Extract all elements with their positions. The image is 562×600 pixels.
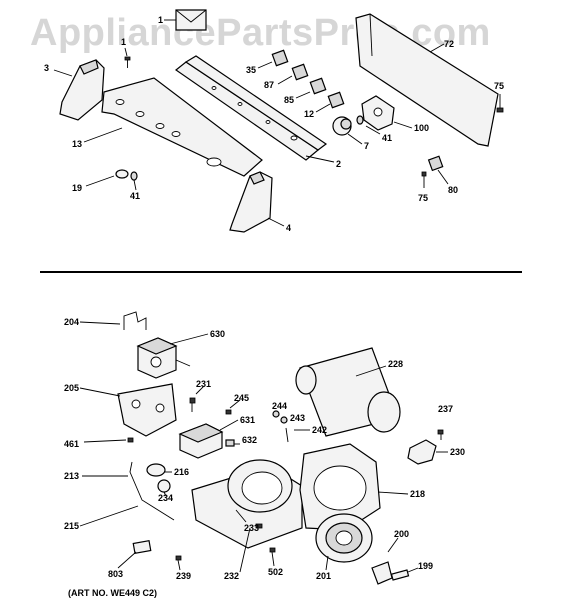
part-215-wire: [79, 505, 139, 527]
label-41-upper: 41: [382, 133, 393, 143]
label-75-top: 75: [494, 81, 505, 91]
part-632-switch: [225, 439, 240, 447]
part-87-switch: [277, 63, 309, 85]
label-19: 19: [72, 183, 83, 193]
label-232: 232: [224, 571, 240, 581]
label-631: 631: [240, 415, 256, 425]
label-632: 632: [242, 435, 258, 445]
label-87: 87: [264, 80, 275, 90]
label-461: 461: [64, 439, 80, 449]
part-502-screw: [269, 547, 276, 567]
part-630-switch: [136, 333, 209, 379]
part-218-blower-scroll: [299, 443, 409, 531]
label-502: 502: [268, 567, 284, 577]
label-12: 12: [304, 109, 315, 119]
label-630: 630: [210, 329, 226, 339]
label-1-screw: 1: [121, 37, 127, 47]
label-233: 233: [244, 523, 260, 533]
label-245: 245: [234, 393, 250, 403]
label-72: 72: [444, 39, 455, 49]
part-13-backsplash: [83, 77, 263, 177]
label-228: 228: [388, 359, 404, 369]
label-213: 213: [64, 471, 80, 481]
label-204: 204: [64, 317, 80, 327]
part-41-clip-b: [130, 171, 138, 191]
label-41-lower: 41: [130, 191, 141, 201]
part-231-screw: [189, 385, 205, 412]
label-199: 199: [418, 561, 434, 571]
part-85-switch: [295, 77, 327, 99]
label-200: 200: [394, 529, 410, 539]
part-232-bracket: [239, 523, 263, 573]
part-237-screw: [437, 429, 444, 440]
part-201-fan-wheel: [315, 513, 373, 571]
part-230-bracket: [407, 439, 448, 465]
label-230: 230: [450, 447, 466, 457]
label-215: 215: [64, 521, 80, 531]
part-213-heater-wire: [82, 461, 175, 521]
section-divider: [40, 271, 522, 273]
part-233-blower-housing: [191, 459, 303, 549]
label-237: 237: [438, 404, 454, 414]
part-12-switch: [315, 91, 345, 113]
part-1-card: [164, 9, 207, 31]
part-3-endcap: [53, 59, 105, 121]
part-243-clip: [280, 416, 288, 424]
label-2: 2: [336, 159, 342, 169]
label-244: 244: [272, 401, 288, 411]
part-1-screw: [124, 47, 131, 68]
part-803-connector: [117, 539, 152, 569]
label-7: 7: [364, 141, 370, 151]
part-234-fuse: [157, 479, 171, 497]
label-1-card: 1: [158, 15, 164, 25]
part-80-component: [427, 155, 449, 185]
part-216-thermostat: [146, 463, 172, 477]
label-13: 13: [72, 139, 83, 149]
part-204-clip: [79, 311, 147, 330]
label-205: 205: [64, 383, 80, 393]
part-2-control-panel: [174, 55, 335, 163]
label-242: 242: [312, 425, 328, 435]
label-80: 80: [448, 185, 459, 195]
part-242-sensor: [285, 427, 310, 443]
part-245-screw: [225, 399, 241, 415]
label-201: 201: [316, 571, 332, 581]
label-3: 3: [44, 63, 50, 73]
part-75-screw-b: [421, 171, 427, 188]
label-75-bottom: 75: [418, 193, 429, 203]
label-216: 216: [174, 467, 190, 477]
label-85: 85: [284, 95, 295, 105]
part-631-motor-switch: [178, 419, 239, 459]
part-72-rear-panel: [355, 13, 499, 147]
part-199-bolt: [390, 567, 419, 581]
part-75-screw-a: [496, 94, 504, 113]
part-205-bracket: [79, 383, 177, 437]
label-803: 803: [108, 569, 124, 579]
label-218: 218: [410, 489, 426, 499]
part-35-switch: [257, 49, 289, 69]
part-244-clip: [272, 410, 280, 418]
label-234: 234: [158, 493, 174, 503]
part-461-screw: [83, 437, 134, 443]
label-100: 100: [414, 123, 430, 133]
part-4-endcap: [229, 171, 285, 233]
label-239: 239: [176, 571, 192, 581]
label-35: 35: [246, 65, 257, 75]
part-41-clip-a: [356, 115, 381, 135]
part-239-screw: [175, 555, 182, 571]
part-100-timer: [361, 95, 413, 131]
art-number: (ART NO. WE449 C2): [68, 588, 158, 598]
label-243: 243: [290, 413, 306, 423]
part-7-knob: [332, 116, 363, 145]
part-19-button: [85, 169, 129, 187]
part-228-duct: [295, 347, 401, 437]
label-231: 231: [196, 379, 212, 389]
label-4: 4: [286, 223, 292, 233]
